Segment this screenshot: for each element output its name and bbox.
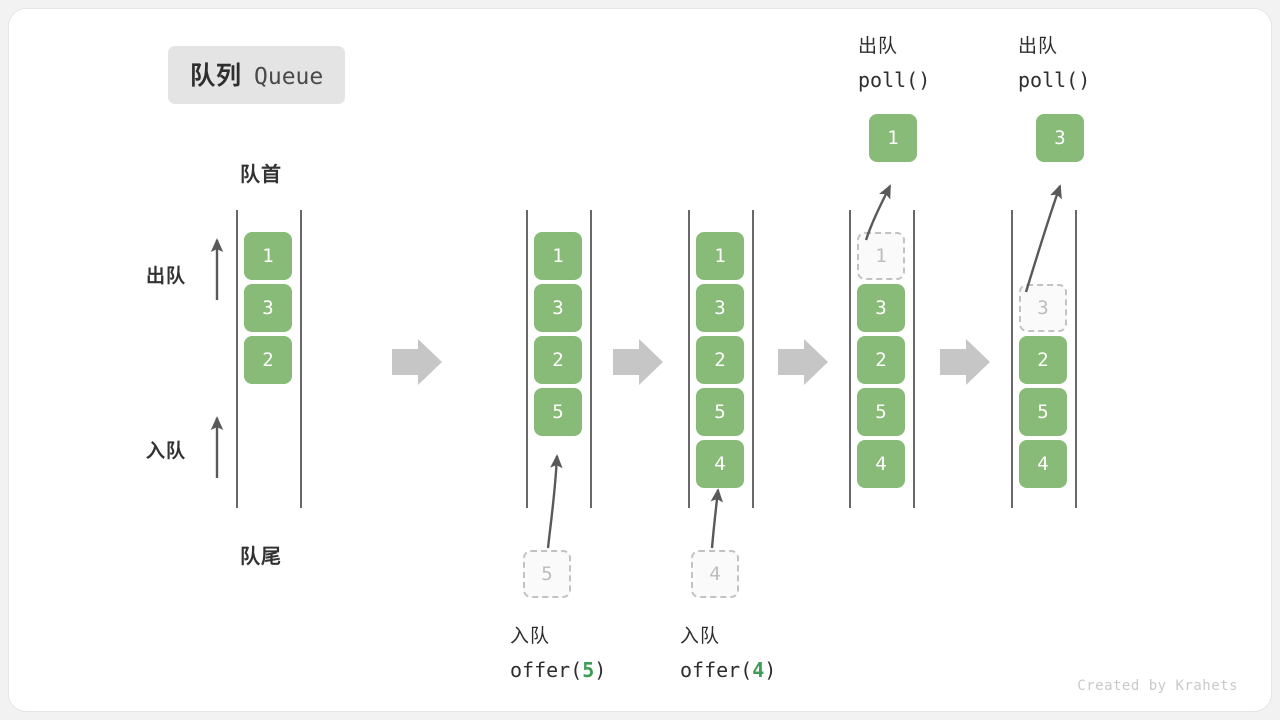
- outgoing-cell-3: 3: [1036, 114, 1084, 162]
- queue-rail-left: [1011, 210, 1013, 508]
- diagram-card: [8, 8, 1272, 712]
- queue-cell: 1: [696, 232, 744, 280]
- operation-caption-poll-3: 出队 poll(): [1018, 30, 1090, 98]
- queue-rail-right: [913, 210, 915, 508]
- operation-code-offer-5: offer(5): [510, 658, 607, 683]
- queue-cell: 2: [696, 336, 744, 384]
- queue-rail-right: [590, 210, 592, 508]
- operation-caption-offer-5: 入队 offer(5): [510, 620, 606, 688]
- queue-cell: 1: [534, 232, 582, 280]
- outgoing-cell-1: 1: [869, 114, 917, 162]
- queue-cell-removed: 1: [857, 232, 905, 280]
- incoming-cell-5: 5: [523, 550, 571, 598]
- queue-cell: 2: [857, 336, 905, 384]
- queue-tail-label: 队尾: [240, 546, 282, 568]
- queue-cell: 4: [1019, 440, 1067, 488]
- dequeue-direction-label: 出队: [146, 266, 187, 287]
- queue-rail-left: [849, 210, 851, 508]
- operation-caption-offer-4: 入队 offer(4): [680, 620, 776, 688]
- incoming-cell-4: 4: [691, 550, 739, 598]
- queue-cell: 1: [244, 232, 292, 280]
- queue-cell-removed: 3: [1019, 284, 1067, 332]
- enqueue-direction-label: 入队: [146, 441, 187, 462]
- queue-rail-left: [688, 210, 690, 508]
- queue-cell: 4: [857, 440, 905, 488]
- queue-cell: 3: [857, 284, 905, 332]
- queue-cell: 5: [1019, 388, 1067, 436]
- queue-cell: 2: [1019, 336, 1067, 384]
- queue-cell: 5: [696, 388, 744, 436]
- queue-cell: 4: [696, 440, 744, 488]
- queue-rail-right: [1075, 210, 1077, 508]
- queue-cell: 3: [696, 284, 744, 332]
- queue-cell: 2: [534, 336, 582, 384]
- queue-head-label: 队首: [240, 164, 282, 186]
- queue-rail-right: [752, 210, 754, 508]
- queue-cell: 5: [534, 388, 582, 436]
- queue-cell: 2: [244, 336, 292, 384]
- queue-cell: 3: [534, 284, 582, 332]
- operation-cn-offer-4: 入队: [680, 626, 721, 647]
- operation-cn-poll-1: 出队: [858, 36, 899, 57]
- watermark: Created by Krahets: [1077, 678, 1238, 694]
- operation-cn-offer-5: 入队: [510, 626, 551, 647]
- queue-rail-left: [526, 210, 528, 508]
- queue-cell: 5: [857, 388, 905, 436]
- operation-code-offer-4: offer(4): [680, 658, 777, 683]
- operation-code-poll-1: poll(): [858, 68, 931, 93]
- queue-rail-right: [300, 210, 302, 508]
- diagram-title-badge: 队列 Queue: [168, 46, 346, 104]
- diagram-title-en: Queue: [254, 64, 324, 90]
- operation-cn-poll-3: 出队: [1018, 36, 1059, 57]
- operation-caption-poll-1: 出队 poll(): [858, 30, 930, 98]
- diagram-title-cn: 队列: [190, 62, 243, 90]
- queue-rail-left: [236, 210, 238, 508]
- queue-cell: 3: [244, 284, 292, 332]
- operation-code-poll-3: poll(): [1018, 68, 1091, 93]
